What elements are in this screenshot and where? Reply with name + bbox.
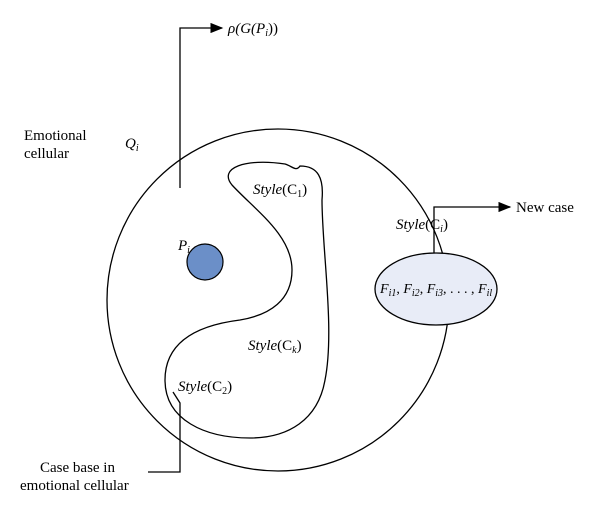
rho-label: ρ(G(Pi)) [227,21,278,39]
point-pi [186,243,224,281]
style-ck-label: Style(Ck) [248,338,302,356]
style-c1-label: Style(C1) [253,182,307,200]
new-case-label: New case [516,200,574,216]
rho-arrow [179,22,224,188]
emotional-cellular-label-line1: Emotional [24,128,87,144]
p-label: Pi [177,238,190,256]
case-base-leader-line [148,391,181,473]
case-base-region [164,161,330,439]
case-base-label-line1: Case base in [40,460,115,476]
style-c2-label: Style(C2) [178,379,232,397]
new-case-arrow [433,201,512,258]
feature-ellipse [374,252,498,326]
emotional-cellular-label-line2: cellular [24,146,69,162]
q-label: Qi [125,136,139,154]
feature-list-label: Fi1, Fi2, Fi3, . . . , Fil [379,282,492,299]
case-base-label-line2: emotional cellular [20,478,129,494]
style-ci-label: Style(Ci) [396,217,448,235]
